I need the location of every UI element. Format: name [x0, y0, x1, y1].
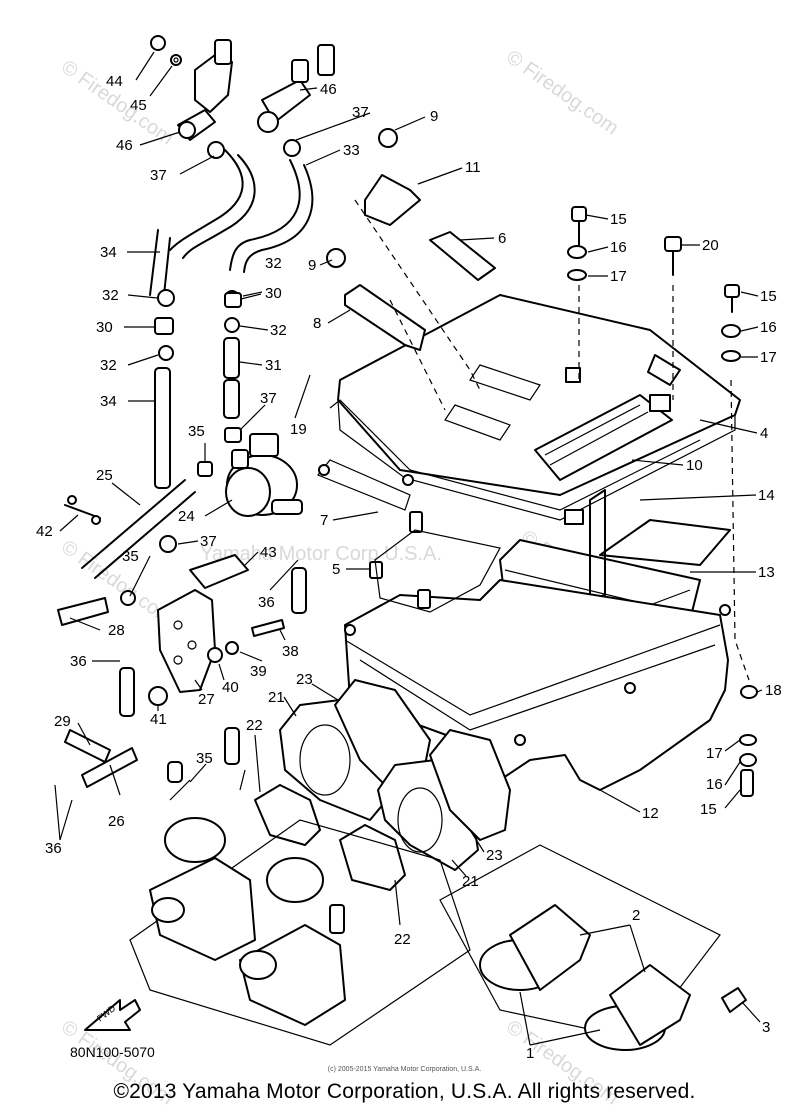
callout-15: 15 — [760, 288, 777, 305]
callout-16: 16 — [706, 776, 723, 793]
bolts — [567, 206, 758, 1013]
callout-32: 32 — [270, 322, 287, 339]
callout-37: 37 — [352, 104, 369, 121]
fuel-pump — [225, 433, 303, 517]
callout-39: 39 — [250, 663, 267, 680]
fwd-arrow: FWD — [84, 999, 141, 1031]
copyright-notice: ©2013 Yamaha Motor Corporation, U.S.A. A… — [113, 1080, 696, 1103]
fuel-fittings — [150, 35, 335, 141]
callout-46: 46 — [320, 81, 337, 98]
callout-30: 30 — [96, 319, 113, 336]
callout-26: 26 — [108, 813, 125, 830]
callout-34: 34 — [100, 244, 117, 261]
catalog-code: 80N100-5070 — [70, 1044, 155, 1060]
callout-21: 21 — [462, 873, 479, 890]
gasket — [317, 399, 701, 511]
air-box-cover — [337, 294, 741, 521]
hoses — [57, 139, 314, 788]
callout-6: 6 — [498, 230, 506, 247]
callout-35: 35 — [188, 423, 205, 440]
callout-23: 23 — [486, 847, 503, 864]
callout-31: 31 — [265, 357, 282, 374]
callout-33: 33 — [343, 142, 360, 159]
callout-labels: 44 45 46 46 37 37 9 33 11 15 6 16 20 17 … — [36, 73, 782, 1062]
callout-32: 32 — [100, 357, 117, 374]
studs — [369, 511, 501, 613]
fuel-filter — [120, 535, 285, 706]
callout-8: 8 — [313, 315, 321, 332]
callout-37: 37 — [150, 167, 167, 184]
callout-3: 3 — [762, 1019, 770, 1036]
callout-20: 20 — [702, 237, 719, 254]
watermark: © Firedog.com — [502, 46, 622, 139]
callout-36: 36 — [258, 594, 275, 611]
callout-37: 37 — [260, 390, 277, 407]
callout-32: 32 — [102, 287, 119, 304]
carb-joints — [439, 844, 721, 1051]
clamp — [64, 495, 101, 525]
callout-38: 38 — [282, 643, 299, 660]
watermark: Yamaha Motor Corp U.S.A. — [200, 543, 442, 565]
callout-9: 9 — [430, 108, 438, 125]
callout-34: 34 — [100, 393, 117, 410]
callout-22: 22 — [246, 717, 263, 734]
callout-15: 15 — [700, 801, 717, 818]
callout-36: 36 — [45, 840, 62, 857]
callout-46: 46 — [116, 137, 133, 154]
callout-40: 40 — [222, 679, 239, 696]
callout-2: 2 — [632, 907, 640, 924]
callout-32: 32 — [265, 255, 282, 272]
callout-10: 10 — [686, 457, 703, 474]
small-copyright: (c) 2005-2015 Yamaha Motor Corporation, … — [327, 1066, 482, 1073]
callout-16: 16 — [610, 239, 627, 256]
callout-15: 15 — [610, 211, 627, 228]
callout-18: 18 — [765, 682, 782, 699]
callout-28: 28 — [108, 622, 125, 639]
callout-17: 17 — [760, 349, 777, 366]
callout-42: 42 — [36, 523, 53, 540]
carburetor-assembly — [129, 769, 471, 1046]
callout-22: 22 — [394, 931, 411, 948]
callout-41: 41 — [150, 711, 167, 728]
callout-12: 12 — [642, 805, 659, 822]
callout-35: 35 — [196, 750, 213, 767]
callout-17: 17 — [610, 268, 627, 285]
callout-44: 44 — [106, 73, 123, 90]
callout-35: 35 — [122, 548, 139, 565]
callout-5: 5 — [332, 561, 340, 578]
callout-37: 37 — [200, 533, 217, 550]
brackets — [326, 128, 496, 411]
callout-1: 1 — [526, 1045, 534, 1062]
leader-lines — [54, 51, 763, 1046]
callout-36: 36 — [70, 653, 87, 670]
callout-30: 30 — [265, 285, 282, 302]
callout-43: 43 — [260, 544, 277, 561]
callout-17: 17 — [706, 745, 723, 762]
callout-24: 24 — [178, 508, 195, 525]
callout-27: 27 — [198, 691, 215, 708]
callout-7: 7 — [320, 512, 328, 529]
callout-11: 11 — [465, 159, 481, 176]
callout-16: 16 — [760, 319, 777, 336]
callout-19: 19 — [290, 421, 307, 438]
intake-joints — [254, 679, 511, 891]
callout-45: 45 — [130, 97, 147, 114]
callout-9: 9 — [308, 257, 316, 274]
watermark: © Firedog.com — [57, 56, 177, 149]
callout-25: 25 — [96, 467, 113, 484]
callout-13: 13 — [758, 564, 775, 581]
callout-4: 4 — [760, 425, 768, 442]
callout-21: 21 — [268, 689, 285, 706]
callout-29: 29 — [54, 713, 71, 730]
callout-23: 23 — [296, 671, 313, 688]
callout-14: 14 — [758, 487, 775, 504]
